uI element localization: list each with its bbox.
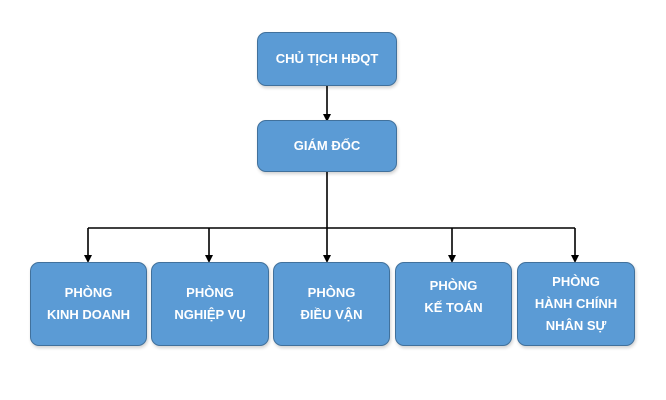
department-box-hanh-chinh-nhan-su: PHÒNG HÀNH CHÍNH NHÂN SỰ xyxy=(517,262,635,346)
director-box: GIÁM ĐỐC xyxy=(257,120,397,172)
department-label-line: PHÒNG xyxy=(307,285,356,300)
department-label-line: PHÒNG xyxy=(552,274,600,289)
department-label-line: PHÒNG xyxy=(64,285,113,300)
chairman-label: CHỦ TỊCH HĐQT xyxy=(275,51,379,66)
department-box-kinh-doanh: PHÒNG KINH DOANH xyxy=(30,262,147,346)
department-label-line: PHÒNG xyxy=(429,278,478,293)
department-label-line: KINH DOANH xyxy=(46,307,131,322)
department-box-nghiep-vu: PHÒNG NGHIỆP VỤ xyxy=(151,262,269,346)
department-label-line: HÀNH CHÍNH xyxy=(534,296,618,311)
department-label-line: NHÂN SỰ xyxy=(545,318,607,333)
chairman-box: CHỦ TỊCH HĐQT xyxy=(257,32,397,86)
director-label: GIÁM ĐỐC xyxy=(293,138,361,153)
department-label-line: ĐIỀU VẬN xyxy=(300,307,363,322)
department-label-line: PHÒNG xyxy=(186,285,234,300)
department-box-dieu-van: PHÒNG ĐIỀU VẬN xyxy=(273,262,390,346)
department-label-line: KẾ TOÁN xyxy=(424,300,483,315)
department-box-ke-toan: PHÒNG KẾ TOÁN xyxy=(395,262,512,346)
department-label-line: NGHIỆP VỤ xyxy=(174,307,246,322)
